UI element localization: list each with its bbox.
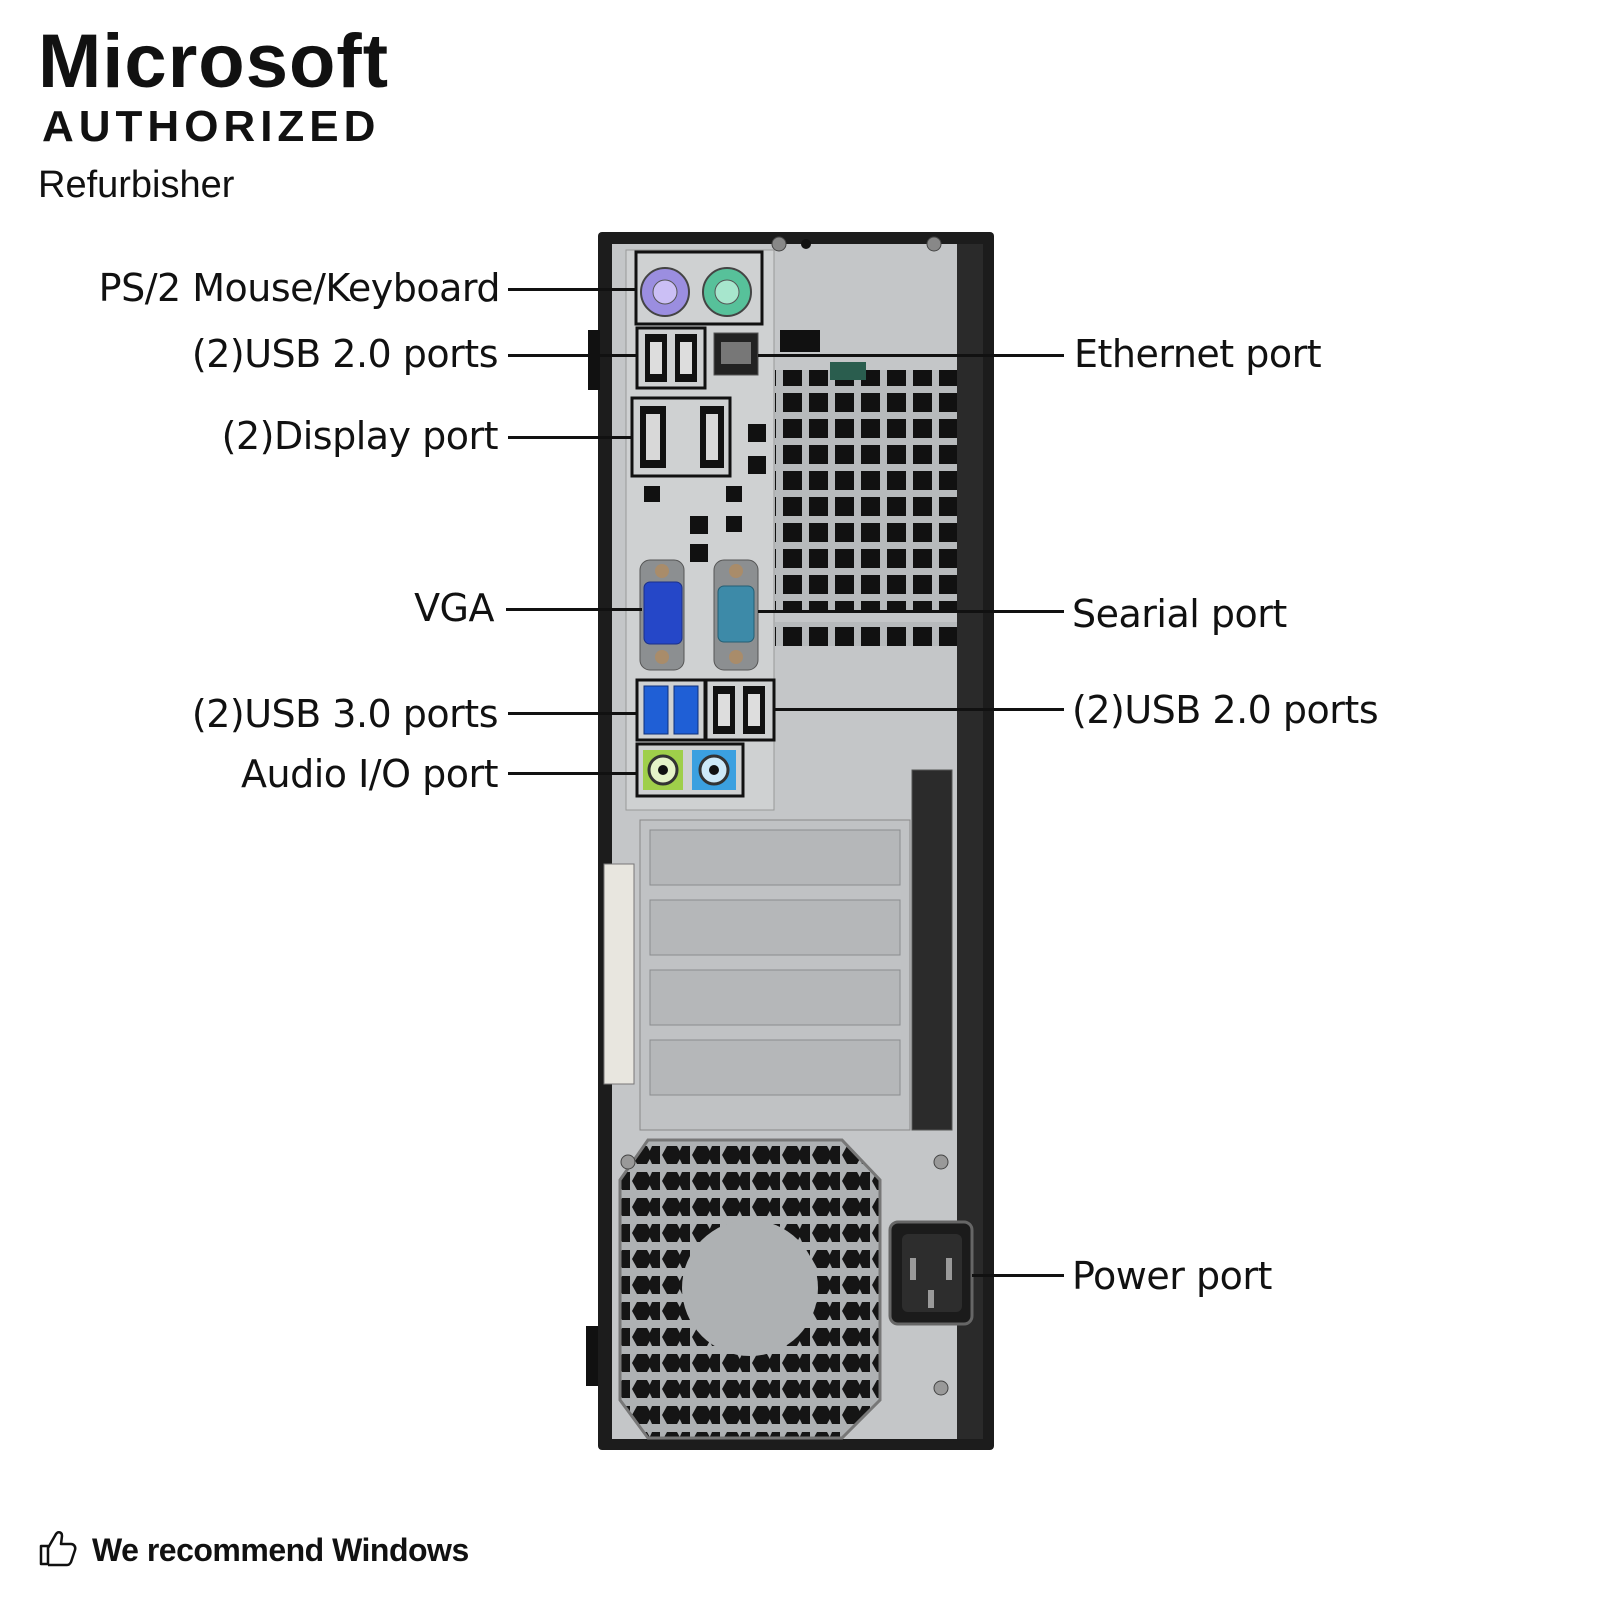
usb2-bottom-ports	[704, 678, 776, 742]
io-knockouts	[644, 424, 766, 562]
thumbs-up-icon	[38, 1528, 78, 1573]
expansion-slots	[603, 769, 953, 1131]
footer-text: We recommend Windows	[92, 1532, 469, 1568]
brand-authorized: AUTHORIZED	[42, 102, 381, 151]
callout-usb3-label: (2)USB 3.0 ports	[191, 692, 499, 736]
brand-block: Microsoft AUTHORIZED Refurbisher	[38, 19, 389, 207]
callout-serial-label: Searial port	[1072, 592, 1287, 636]
callout-ethernet-label: Ethernet port	[1074, 332, 1322, 376]
display-ports	[630, 396, 732, 478]
ethernet-port	[713, 332, 759, 376]
callout-audio-leader	[508, 772, 637, 775]
callout-usb2-bottom-label: (2)USB 2.0 ports	[1072, 688, 1379, 732]
callout-ethernet-leader	[758, 354, 1064, 357]
brand-refurbisher: Refurbisher	[38, 164, 235, 206]
callout-ps2-label: PS/2 Mouse/Keyboard	[98, 266, 501, 310]
psu-fan	[618, 1138, 949, 1440]
audio-ports	[635, 742, 745, 798]
callout-usb2-top-leader	[508, 354, 637, 357]
callout-power-label: Power port	[1072, 1254, 1272, 1298]
serial-port	[713, 559, 759, 671]
callout-ps2-leader	[508, 288, 636, 291]
callout-usb3-leader	[508, 712, 637, 715]
callout-audio-label: Audio I/O port	[241, 752, 498, 796]
power-inlet	[888, 1220, 974, 1326]
callout-usb2-top-label: (2)USB 2.0 ports	[191, 332, 499, 376]
callout-vga-leader	[506, 608, 642, 611]
footer: We recommend Windows	[38, 1528, 469, 1573]
callout-display-leader	[508, 436, 632, 439]
callout-display-label: (2)Display port	[221, 414, 499, 458]
usb2-top-ports	[635, 326, 707, 390]
callout-vga-label: VGA	[414, 586, 494, 630]
callout-usb2-bottom-leader	[774, 708, 1064, 711]
top-vent	[775, 330, 957, 646]
callout-serial-leader	[758, 610, 1064, 613]
callout-power-leader	[972, 1274, 1064, 1277]
ps2-ports	[634, 250, 764, 326]
vga-port	[639, 559, 685, 671]
brand-microsoft: Microsoft	[38, 19, 389, 104]
